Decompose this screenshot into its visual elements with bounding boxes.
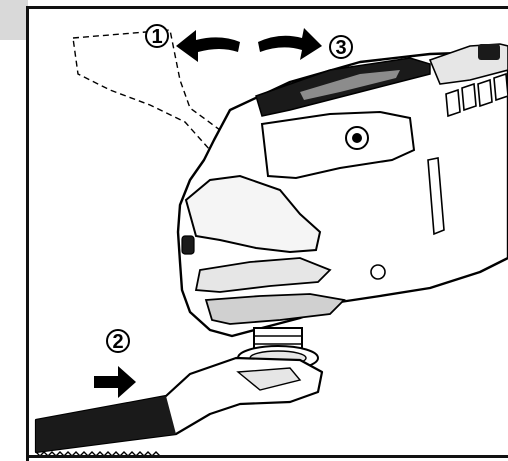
side-slot	[427, 157, 445, 236]
margin-tab	[0, 0, 28, 40]
release-lever-highlight	[300, 70, 400, 100]
front-light	[181, 235, 195, 255]
frame-left-border	[26, 6, 29, 461]
grip-band-lower	[204, 293, 346, 325]
screw-center	[352, 133, 362, 143]
step-number-2: 2	[112, 331, 123, 353]
frame-top-border	[26, 6, 508, 9]
blade-outline-dashed	[72, 29, 221, 152]
blade-mount-slot	[236, 367, 302, 391]
step-badge-3: 3	[329, 35, 353, 59]
front-housing	[184, 174, 322, 254]
blade-teeth	[35, 451, 160, 455]
vent-slots	[445, 72, 508, 118]
step-number-3: 3	[335, 37, 346, 59]
rotate-left-arrow	[176, 30, 240, 62]
insert-arrow	[94, 366, 136, 398]
side-panel	[260, 110, 416, 180]
step-number-1: 1	[151, 26, 162, 48]
side-screw	[370, 264, 386, 280]
speed-dial	[478, 44, 500, 60]
step-badge-1: 1	[145, 24, 169, 48]
step-badge-2: 2	[106, 329, 130, 353]
frame-bottom-border	[26, 455, 508, 458]
grip-band-upper	[194, 257, 332, 293]
blade-cutting-section	[36, 396, 176, 452]
rotate-right-arrow	[258, 28, 322, 60]
